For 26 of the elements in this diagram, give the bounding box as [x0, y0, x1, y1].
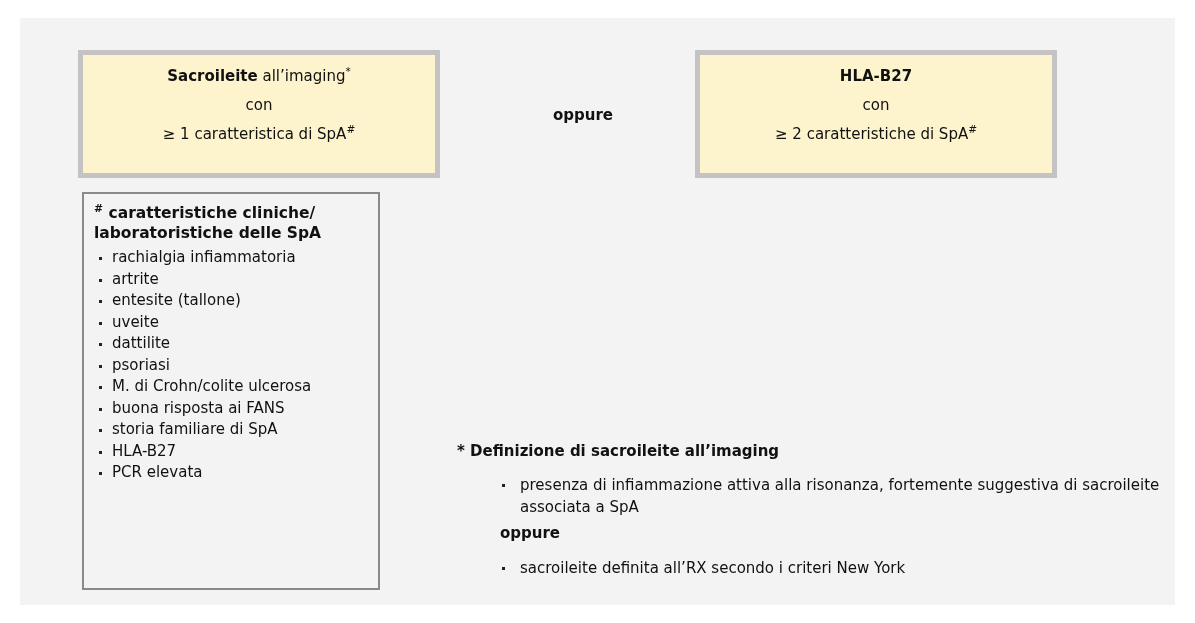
list-item: buona risposta ai FANS	[112, 398, 285, 417]
list-item: psoriasi	[112, 355, 171, 374]
list-item: PCR elevata	[112, 463, 203, 481]
list-item: artrite	[112, 269, 159, 288]
list-item: HLA-B27	[112, 441, 177, 460]
note-item: sacroileite definita all’RX secondo i criteri New York	[520, 558, 907, 579]
list-item: rachialgia infiammatoria	[112, 248, 296, 266]
note-item: presenza di infiammazione attiva alla risonanza, fortemente suggestiva di sacroileite associata a SpA	[520, 475, 1161, 518]
criterion-box	[695, 50, 1057, 178]
list-item: dattilite	[112, 334, 171, 352]
note-heading: * Definizione di sacroileite all’imaging	[457, 441, 781, 462]
list-item: entesite (tallone)	[112, 291, 241, 309]
criterion-heading: HLA-B27	[838, 66, 914, 86]
list-heading: $^{#}$ caratteristiche cliniche/ laboratoristiche delle SpA	[94, 203, 323, 243]
list-item: uveite	[112, 312, 159, 331]
criterion-heading: Sacroileite all’imaging$^{*}$	[166, 66, 352, 86]
connector-word: oppure	[500, 523, 562, 544]
criterion-text: ≥ 1 caratteristica di SpA$^{#}$	[161, 124, 357, 144]
criterion-box	[78, 50, 440, 178]
list-item: M. di Crohn/colite ulcerosa	[112, 377, 312, 395]
connector-word: oppure	[552, 105, 614, 126]
criterion-text: con	[244, 95, 274, 115]
list-box	[82, 192, 380, 590]
criterion-text: con	[861, 95, 891, 115]
list-item: storia familiare di SpA	[112, 420, 278, 438]
criterion-text: ≥ 2 caratteristiche di SpA$^{#}$	[774, 124, 978, 144]
